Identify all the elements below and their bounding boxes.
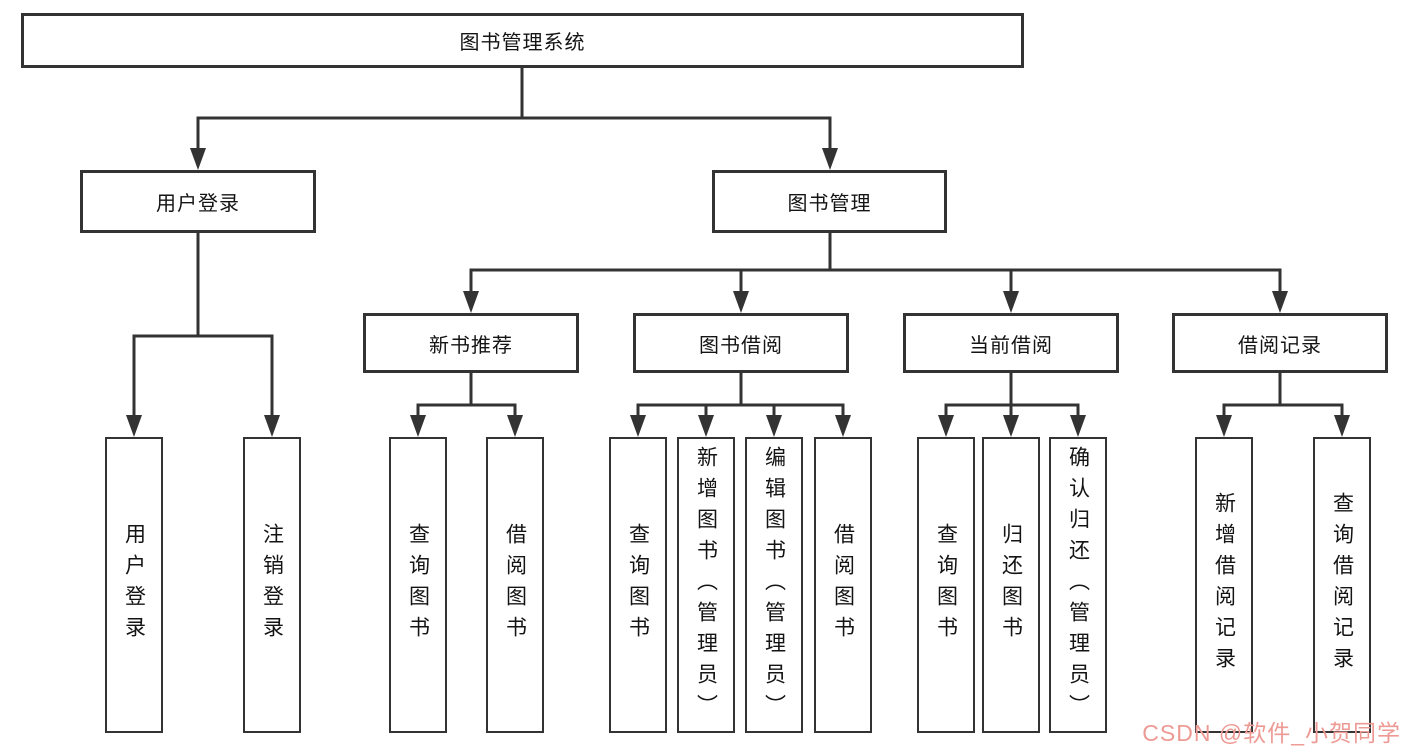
leaf-user-login-label: 用户登录 [122, 523, 146, 647]
leaf-edit-books-admin-label: 编辑图书（管理员） [762, 445, 786, 725]
leaf-add-borrow-record: 新增借阅记录 [1195, 437, 1253, 733]
leaf-borrow-books-label: 借阅图书 [831, 523, 855, 647]
leaf-query-books-current-label: 查询图书 [934, 523, 958, 647]
leaf-add-books-admin-label: 新增图书（管理员） [694, 445, 718, 725]
arrowhead-down-icon [190, 148, 206, 170]
node-borrow-records-label: 借阅记录 [1238, 334, 1322, 357]
connector-borrowrecords-to-leaves [1216, 373, 1350, 437]
leaf-borrow-books-recommend-label: 借阅图书 [503, 523, 527, 647]
node-user-login-label: 用户登录 [156, 193, 240, 215]
arrowhead-down-icon [698, 415, 714, 437]
node-book-borrow-label: 图书借阅 [699, 334, 783, 357]
arrowhead-down-icon [1003, 291, 1019, 313]
leaf-user-login: 用户登录 [105, 437, 163, 733]
leaf-query-books-recommend: 查询图书 [389, 437, 447, 733]
arrowhead-down-icon [766, 415, 782, 437]
arrowhead-down-icon [126, 415, 142, 437]
leaf-query-books-current: 查询图书 [917, 437, 975, 733]
arrowhead-down-icon [1003, 415, 1019, 437]
connector-userlogin-to-leaves [126, 233, 280, 437]
node-new-book-recommend: 新书推荐 [363, 313, 579, 373]
node-borrow-records: 借阅记录 [1172, 313, 1388, 373]
arrowhead-down-icon [733, 291, 749, 313]
node-root-label: 图书管理系统 [459, 32, 586, 54]
arrowhead-down-icon [410, 415, 426, 437]
connector-root-to-level2 [190, 68, 838, 170]
node-book-management-label: 图书管理 [787, 193, 872, 215]
arrowhead-down-icon [835, 415, 851, 437]
leaf-logout: 注销登录 [243, 437, 301, 733]
connector-newbooks-to-leaves [410, 373, 523, 437]
leaf-edit-books-admin: 编辑图书（管理员） [745, 437, 803, 733]
arrowhead-down-icon [938, 415, 954, 437]
leaf-logout-label: 注销登录 [260, 523, 284, 647]
node-book-management: 图书管理 [712, 170, 947, 233]
leaf-return-books: 归还图书 [982, 437, 1040, 733]
leaf-query-books-recommend-label: 查询图书 [406, 523, 430, 647]
node-current-borrow: 当前借阅 [903, 313, 1119, 373]
connector-bookmgmt-to-level3 [463, 233, 1288, 313]
arrowhead-down-icon [1216, 415, 1232, 437]
arrowhead-down-icon [507, 415, 523, 437]
leaf-query-borrow-record: 查询借阅记录 [1313, 437, 1371, 733]
arrowhead-down-icon [264, 415, 280, 437]
leaf-confirm-return-admin-label: 确认归还（管理员） [1066, 445, 1090, 725]
leaf-query-books: 查询图书 [609, 437, 667, 733]
node-user-login: 用户登录 [80, 170, 316, 233]
arrowhead-down-icon [630, 415, 646, 437]
node-new-book-recommend-label: 新书推荐 [429, 334, 513, 357]
node-current-borrow-label: 当前借阅 [969, 334, 1053, 357]
arrowhead-down-icon [1070, 415, 1086, 437]
node-root: 图书管理系统 [21, 13, 1024, 68]
arrowhead-down-icon [1272, 291, 1288, 313]
leaf-query-books-label: 查询图书 [626, 523, 650, 647]
arrowhead-down-icon [1334, 415, 1350, 437]
leaf-confirm-return-admin: 确认归还（管理员） [1049, 437, 1107, 733]
leaf-add-books-admin: 新增图书（管理员） [677, 437, 735, 733]
arrowhead-down-icon [822, 148, 838, 170]
connector-bookborrow-to-leaves [630, 373, 851, 437]
leaf-query-borrow-record-label: 查询借阅记录 [1330, 492, 1354, 678]
leaf-add-borrow-record-label: 新增借阅记录 [1212, 492, 1236, 678]
leaf-return-books-label: 归还图书 [999, 523, 1023, 647]
watermark: CSDN @软件_小贺同学 [1142, 720, 1401, 746]
leaf-borrow-books-recommend: 借阅图书 [486, 437, 544, 733]
connector-currentborrow-to-leaves [938, 373, 1086, 437]
leaf-borrow-books: 借阅图书 [814, 437, 872, 733]
node-book-borrow: 图书借阅 [633, 313, 849, 373]
arrowhead-down-icon [463, 291, 479, 313]
